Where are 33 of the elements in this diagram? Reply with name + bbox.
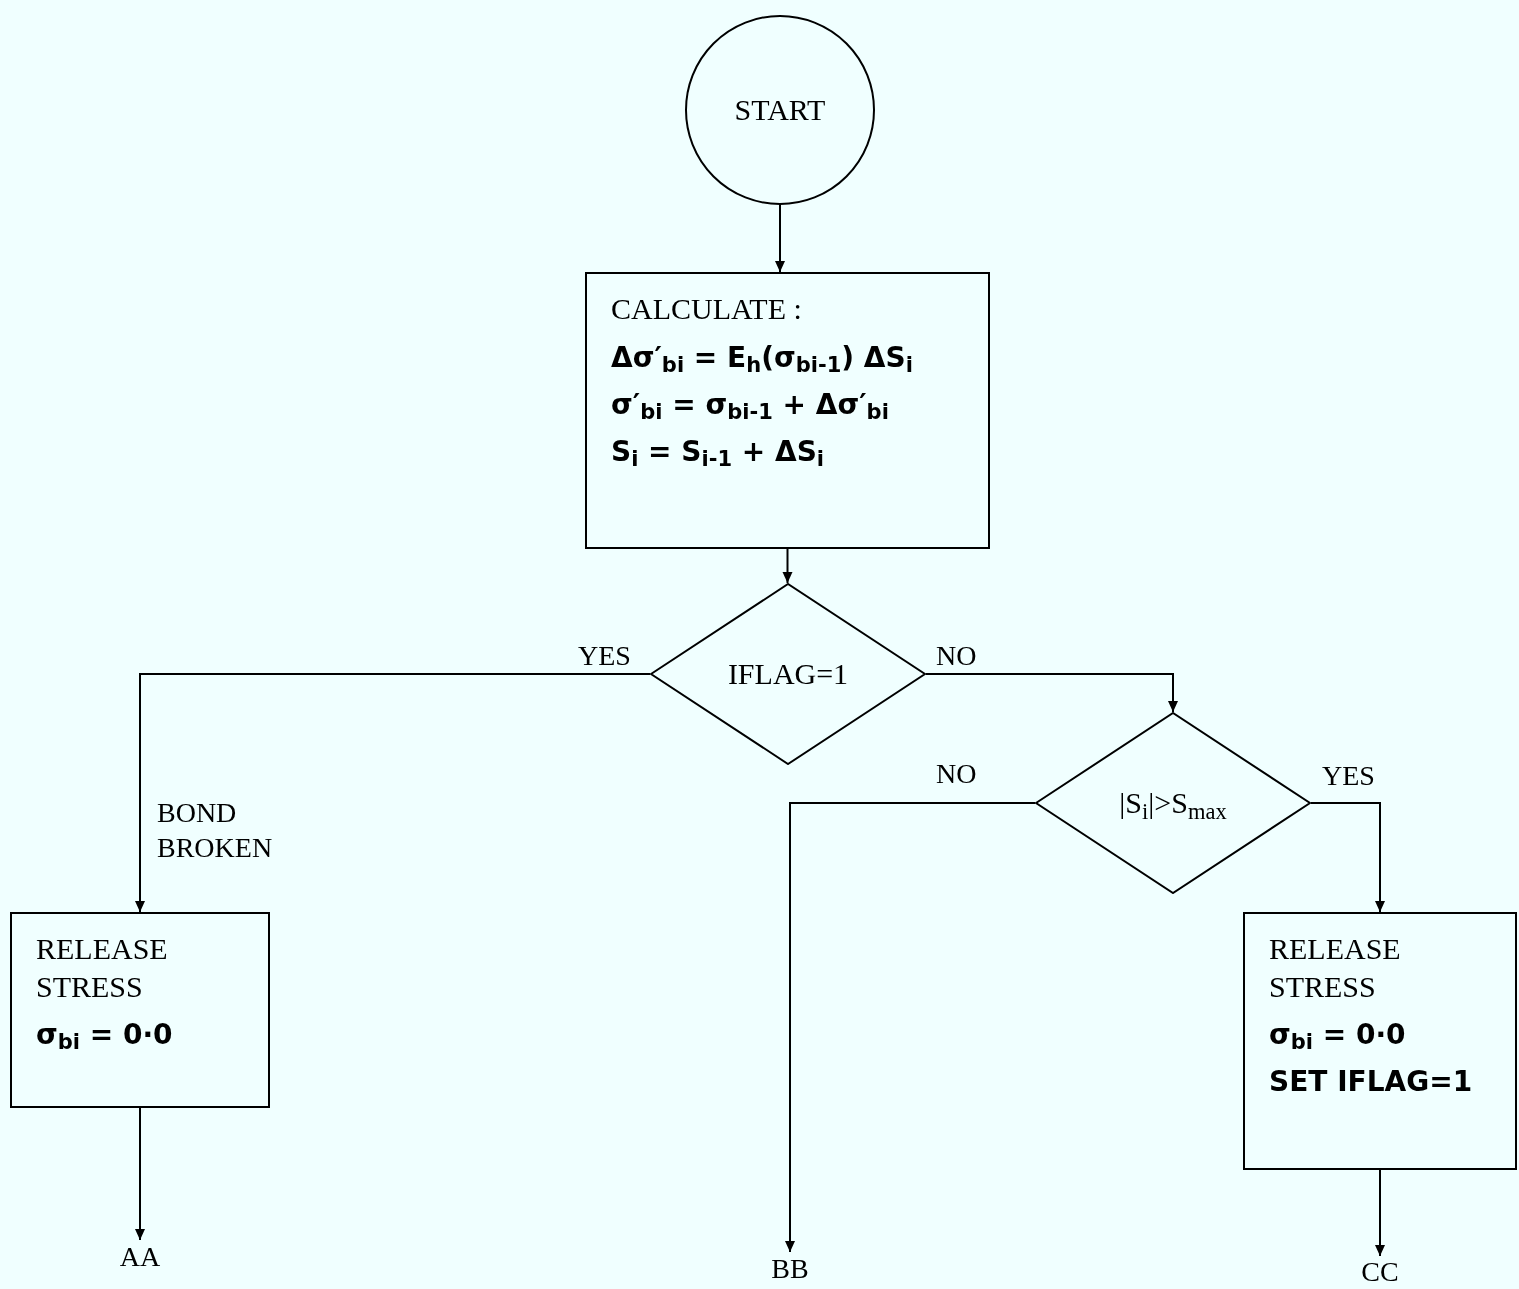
arrow [925, 673, 1178, 713]
edge-label: NO [936, 642, 977, 670]
node-label: RELEASE STRESS [1269, 931, 1402, 1005]
process-box [1243, 912, 1517, 1170]
arrow [775, 204, 785, 273]
node-label: IFLAG=1 [727, 656, 849, 693]
formula-text: σ$_{bi}$ = 0·0 [36, 1017, 173, 1052]
note-text: BOND BROKEN [157, 796, 274, 865]
arrow [782, 548, 793, 584]
connector-label: CC [1361, 1258, 1399, 1286]
formula-text: Δσ′$_{bi}$ = E$_{h}$(σ$_{bi-1}$) ΔS$_{i}$ [611, 339, 913, 375]
node-label: CALCULATE : [611, 291, 802, 327]
formula-text: S$_{i}$ = S$_{i-1}$ + ΔS$_{i}$ [611, 433, 825, 469]
arrow [135, 1107, 145, 1241]
edge-label: YES [578, 642, 631, 670]
node-label: START [734, 92, 826, 129]
decision-diamond [650, 583, 926, 765]
arrow [135, 673, 651, 913]
node-label: |S$_{i}$|>S$_{max}$ [1119, 785, 1227, 822]
connector-label: BB [771, 1255, 809, 1283]
connector-label: AA [119, 1243, 161, 1271]
formula-text: σ′$_{bi}$ = σ$_{bi-1}$ + Δσ′$_{bi}$ [611, 386, 889, 422]
formula-text: σ$_{bi}$ = 0·0 [1269, 1017, 1406, 1052]
arrow [1375, 1169, 1385, 1257]
arrow [785, 802, 1036, 1253]
process-box [10, 912, 270, 1108]
edge-label: YES [1322, 762, 1375, 790]
formula-text: SET IFLAG=1 [1269, 1064, 1473, 1099]
decision-diamond [1035, 712, 1311, 894]
edge-label: NO [936, 760, 977, 788]
process-box [585, 272, 990, 549]
arrow [1310, 802, 1385, 913]
node-label: RELEASE STRESS [36, 931, 169, 1005]
